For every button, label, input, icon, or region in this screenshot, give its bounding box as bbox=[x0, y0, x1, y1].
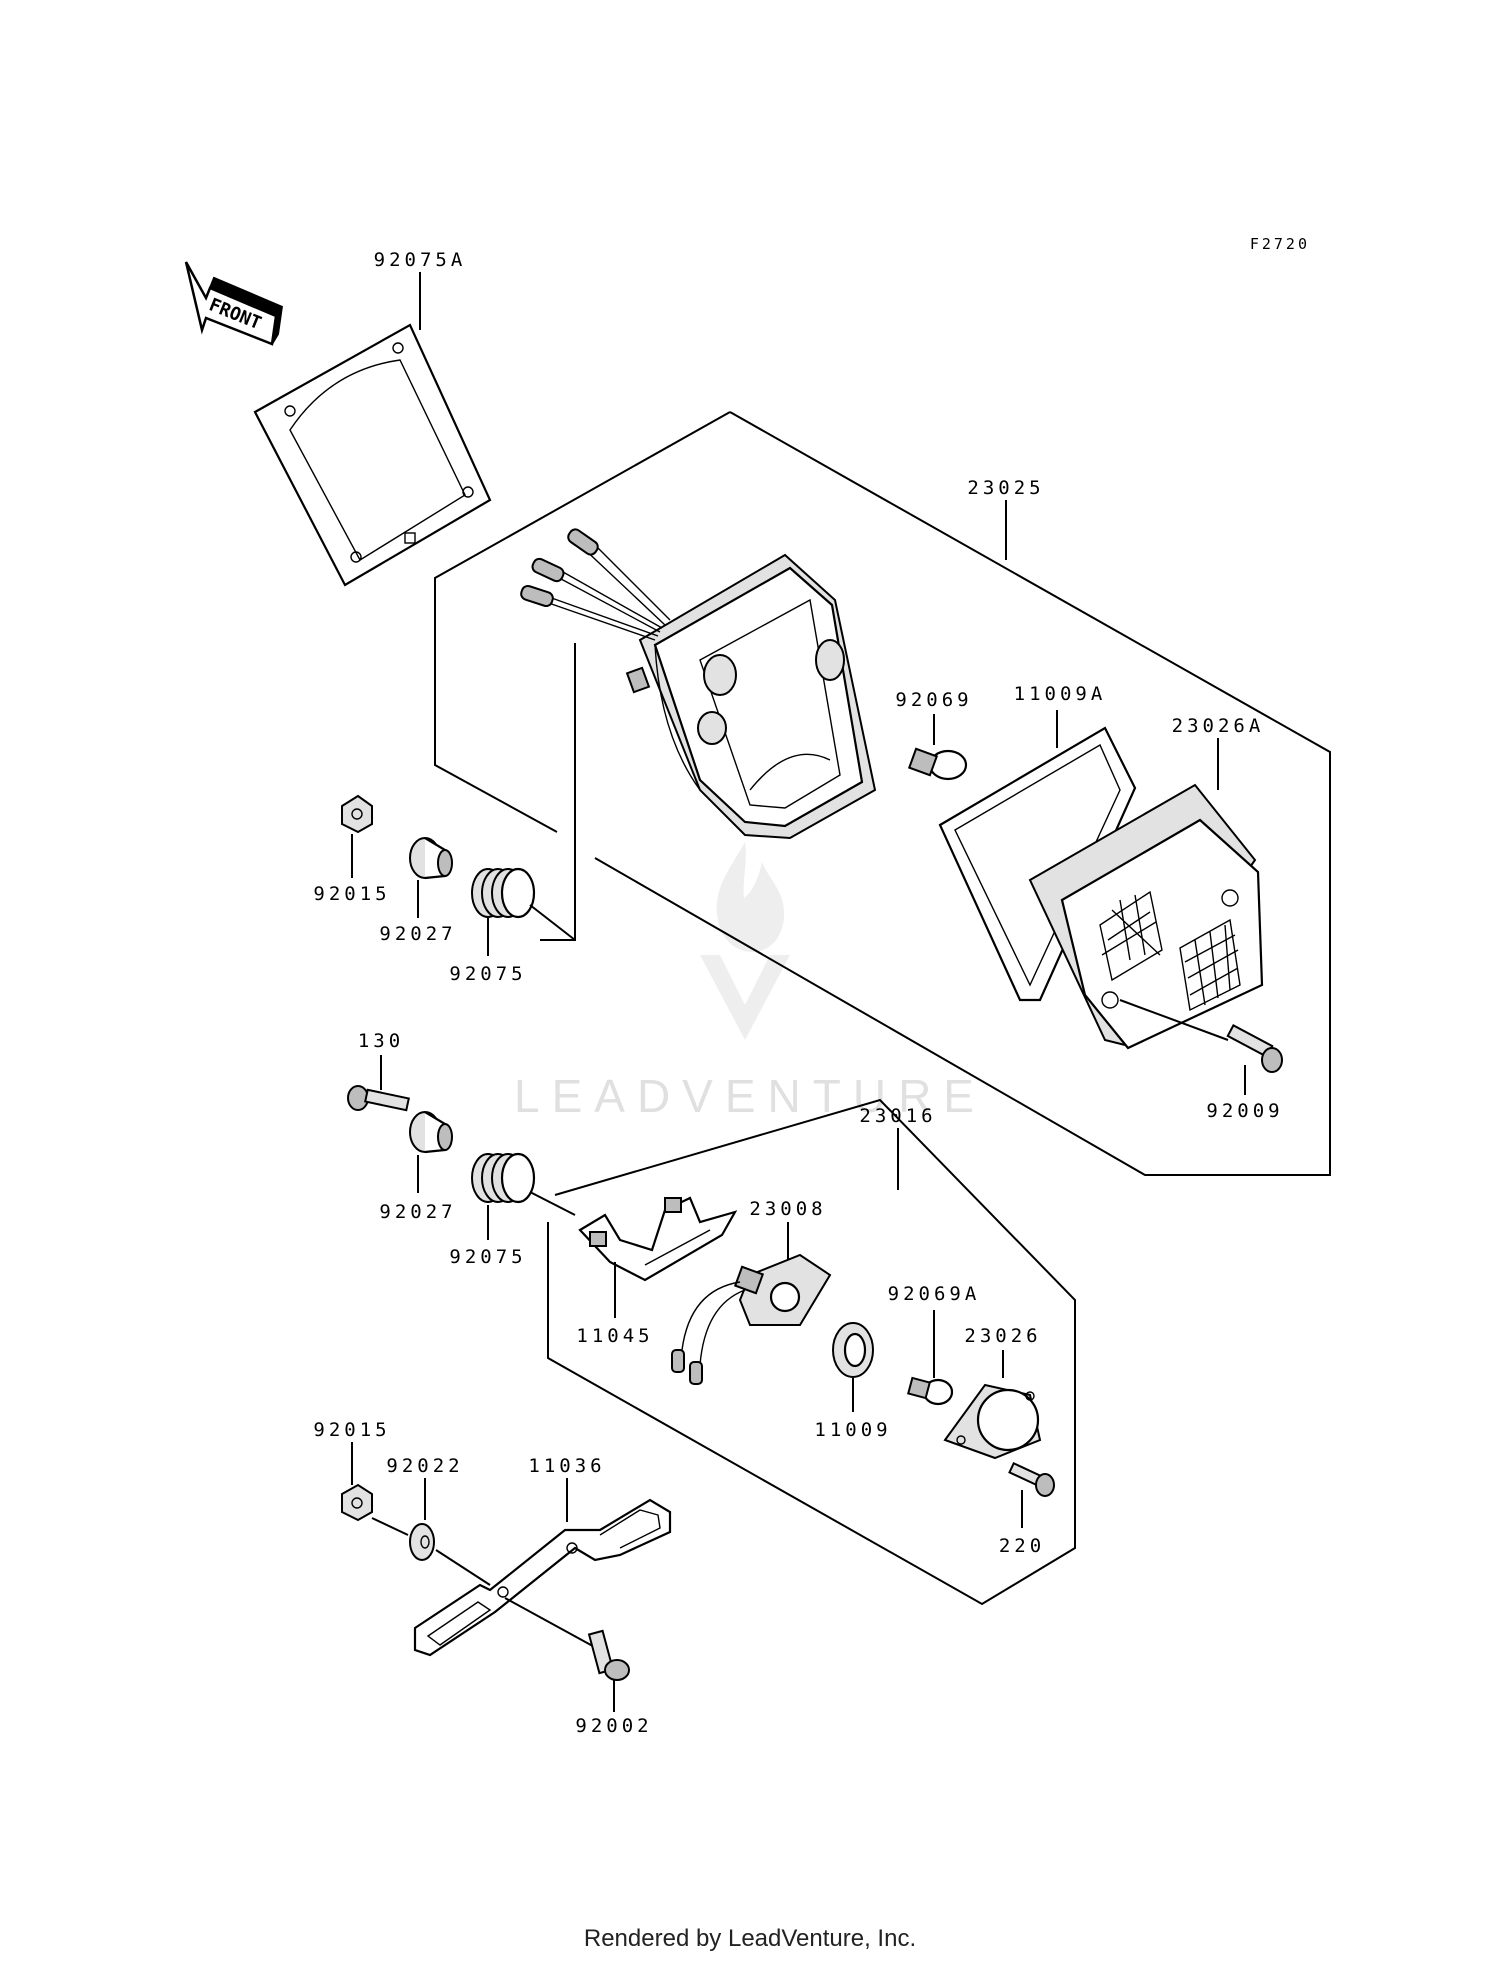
screw-92009 bbox=[1119, 999, 1283, 1095]
label-92075a: 92075A bbox=[374, 249, 467, 271]
label-11009: 11009 bbox=[814, 1419, 891, 1441]
bracket-11036 bbox=[413, 1478, 672, 1657]
watermark-text: LEADVENTURE bbox=[514, 1070, 986, 1122]
grommet-92075-mid bbox=[471, 1152, 576, 1240]
label-11045: 11045 bbox=[576, 1325, 653, 1347]
front-arrow-icon: FRONT bbox=[184, 261, 283, 346]
collar-92027-mid bbox=[409, 1111, 453, 1193]
label-92075-top: 92075 bbox=[449, 963, 526, 985]
assembly-outline-23016 bbox=[547, 1098, 1076, 1606]
label-92002: 92002 bbox=[575, 1715, 652, 1737]
label-11036: 11036 bbox=[528, 1455, 605, 1477]
label-92027-mid: 92027 bbox=[379, 1201, 456, 1223]
label-92015-top: 92015 bbox=[313, 883, 390, 905]
washer-92022 bbox=[371, 1478, 491, 1586]
screw-220 bbox=[1008, 1461, 1055, 1528]
washer-11009 bbox=[832, 1322, 874, 1412]
lens-23026a bbox=[1028, 738, 1264, 1050]
label-23016: 23016 bbox=[859, 1105, 936, 1127]
label-220: 220 bbox=[999, 1535, 1045, 1557]
gasket-92075a bbox=[253, 272, 492, 587]
nut-92015-top bbox=[341, 794, 373, 878]
taillight-housing bbox=[625, 553, 877, 840]
wiring-connectors bbox=[520, 528, 671, 641]
bulb-92069 bbox=[907, 714, 968, 781]
collar-92027-top bbox=[409, 837, 453, 918]
bolt-130 bbox=[347, 1055, 410, 1112]
label-92069: 92069 bbox=[895, 689, 972, 711]
label-130: 130 bbox=[358, 1030, 404, 1052]
figure-code: F2720 bbox=[1250, 235, 1310, 253]
label-23025: 23025 bbox=[967, 477, 1044, 499]
label-92027-top: 92027 bbox=[379, 923, 456, 945]
label-92009: 92009 bbox=[1206, 1100, 1283, 1122]
socket-23008 bbox=[671, 1222, 832, 1385]
label-92075-mid: 92075 bbox=[449, 1246, 526, 1268]
label-23026a: 23026A bbox=[1172, 715, 1265, 737]
label-92069a: 92069A bbox=[888, 1283, 981, 1305]
bracket-11045 bbox=[578, 1196, 738, 1318]
label-92015-bot: 92015 bbox=[313, 1419, 390, 1441]
flame-v-logo-icon bbox=[700, 842, 790, 1040]
label-23008: 23008 bbox=[749, 1198, 826, 1220]
label-23026: 23026 bbox=[964, 1325, 1041, 1347]
bulb-92069a bbox=[907, 1310, 954, 1406]
watermark: LEADVENTURE bbox=[514, 842, 986, 1122]
bolt-92002 bbox=[587, 1629, 630, 1712]
label-11009a: 11009A bbox=[1014, 683, 1107, 705]
label-92022: 92022 bbox=[386, 1455, 463, 1477]
lens-23026 bbox=[943, 1350, 1042, 1460]
nut-92015-bot bbox=[341, 1442, 373, 1522]
grommet-92075-top bbox=[471, 867, 576, 956]
footer-credit: Rendered by LeadVenture, Inc. bbox=[584, 1925, 916, 1952]
